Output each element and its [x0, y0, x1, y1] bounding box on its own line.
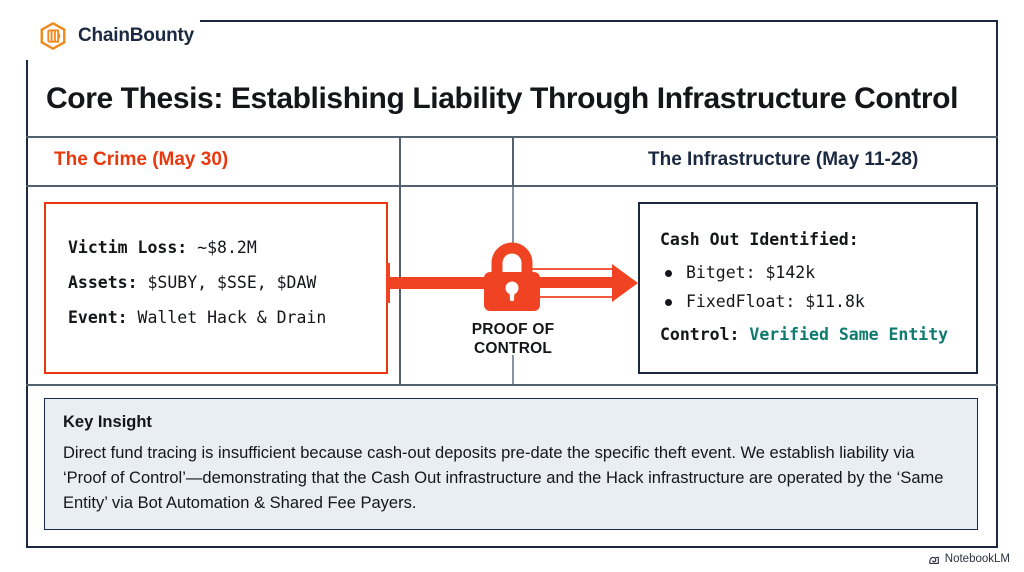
crime-row-event: Event: Wallet Hack & Drain	[68, 300, 386, 335]
list-item: Bitget: $142k	[660, 258, 976, 287]
infra-control-value: Verified Same Entity	[739, 325, 949, 344]
divider-horizontal-3	[26, 384, 998, 386]
key-insight-title: Key Insight	[63, 413, 152, 431]
frame-border-left	[26, 60, 28, 548]
footer-attribution: NotebookLM	[928, 553, 1010, 565]
divider-horizontal-1	[26, 136, 998, 138]
key-insight-box: Key Insight Direct fund tracing is insuf…	[44, 398, 978, 530]
right-arrow-icon	[528, 258, 638, 308]
hexagon-chain-logo-icon	[38, 21, 68, 51]
crime-label-event: Event:	[68, 308, 128, 327]
page-title: Core Thesis: Establishing Liability Thro…	[46, 82, 959, 115]
crime-value-event: Wallet Hack & Drain	[127, 308, 327, 327]
divider-vertical-2-top	[512, 137, 514, 185]
title-row: Core Thesis: Establishing Liability Thro…	[28, 62, 996, 136]
crime-label-victim-loss: Victim Loss:	[68, 238, 188, 257]
key-insight-body: Direct fund tracing is insufficient beca…	[63, 444, 944, 512]
crime-row-victim-loss: Victim Loss: ~$8.2M	[68, 230, 386, 265]
arrow-stem-left	[388, 277, 498, 289]
notebooklm-icon	[928, 553, 940, 565]
proof-of-control-label: PROOF OF CONTROL	[413, 320, 613, 358]
proof-label-line1: PROOF OF	[471, 321, 555, 338]
crime-value-assets: $SUBY, $SSE, $DAW	[137, 273, 317, 292]
divider-vertical-2-middle	[512, 187, 514, 245]
divider-vertical-1	[399, 137, 401, 385]
frame-border-right	[996, 20, 998, 548]
infra-title: Cash Out Identified:	[660, 230, 859, 249]
crime-value-victim-loss: ~$8.2M	[187, 238, 257, 257]
infra-control-row: Control: Verified Same Entity	[660, 319, 976, 351]
infrastructure-details-box: Cash Out Identified: Bitget: $142k Fixed…	[638, 202, 978, 374]
divider-vertical-2-bottom	[512, 355, 514, 385]
infra-bullet-list: Bitget: $142k FixedFloat: $11.8k	[660, 258, 976, 316]
crime-row-assets: Assets: $SUBY, $SSE, $DAW	[68, 265, 386, 300]
column-header-row: The Crime (May 30) The Infrastructure (M…	[28, 137, 996, 185]
footer-text: NotebookLM	[944, 553, 1010, 565]
infra-control-label: Control:	[660, 325, 740, 344]
brand-header: ChainBounty	[38, 21, 194, 51]
crime-label-assets: Assets:	[68, 273, 138, 292]
column-header-infrastructure: The Infrastructure (May 11-28)	[648, 149, 919, 170]
column-header-crime: The Crime (May 30)	[54, 149, 229, 170]
crime-details-box: Victim Loss: ~$8.2M Assets: $SUBY, $SSE,…	[44, 202, 388, 374]
padlock-icon	[481, 241, 543, 311]
frame-border-top	[200, 20, 998, 22]
brand-name: ChainBounty	[78, 25, 195, 46]
list-item: FixedFloat: $11.8k	[660, 287, 976, 316]
frame-border-bottom	[26, 546, 998, 548]
proof-label-line2: CONTROL	[473, 340, 553, 357]
divider-horizontal-2	[26, 185, 998, 187]
